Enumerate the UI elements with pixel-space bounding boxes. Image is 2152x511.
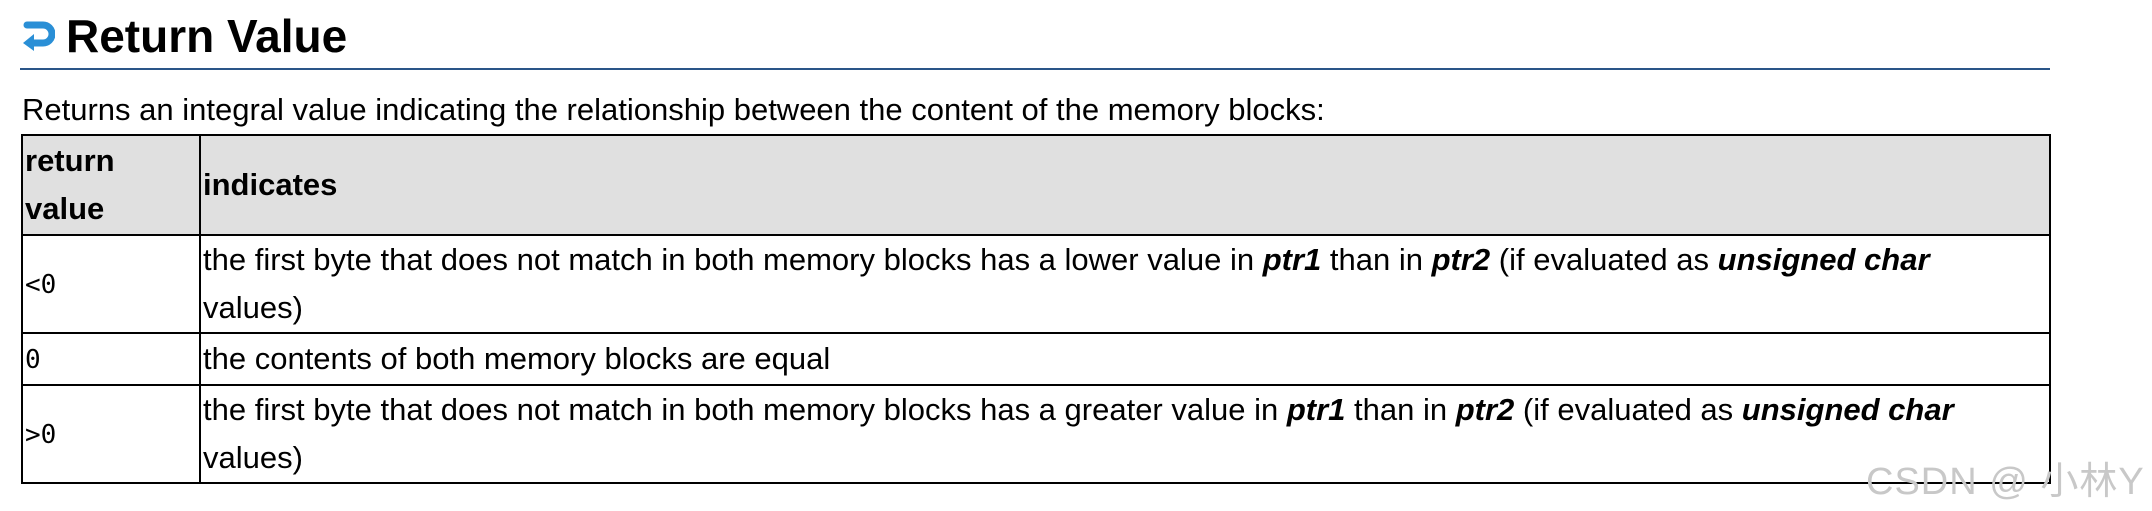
- desc-text: than in: [1321, 242, 1432, 277]
- table-row: >0 the first byte that does not match in…: [21, 384, 2051, 484]
- param-name: ptr1: [1286, 392, 1346, 427]
- param-name: ptr2: [1431, 242, 1491, 277]
- type-name: unsigned char: [1717, 242, 1930, 277]
- table-row: <0 the first byte that does not match in…: [21, 234, 2051, 334]
- return-value-code: >0: [25, 420, 57, 450]
- param-name: ptr1: [1262, 242, 1322, 277]
- desc-text: (if evaluated as: [1514, 392, 1742, 427]
- indicates-cell: the first byte that does not match in bo…: [199, 234, 2051, 334]
- page-title: Return Value: [66, 10, 348, 62]
- desc-text: than in: [1345, 392, 1456, 427]
- intro-text: Returns an integral value indicating the…: [22, 92, 1325, 127]
- indicates-cell: the first byte that does not match in bo…: [199, 384, 2051, 484]
- return-arrow-icon: [20, 18, 56, 54]
- column-header-return-value: return value: [21, 134, 201, 236]
- return-value-cell: >0: [21, 384, 201, 484]
- desc-text: (if evaluated as: [1490, 242, 1718, 277]
- desc-text: values): [203, 290, 303, 325]
- desc-text: values): [203, 440, 303, 475]
- table-row: 0 the contents of both memory blocks are…: [21, 332, 2051, 386]
- return-value-cell: <0: [21, 234, 201, 334]
- desc-text: the first byte that does not match in bo…: [203, 392, 1287, 427]
- column-header-indicates: indicates: [199, 134, 2051, 236]
- return-value-code: 0: [25, 345, 41, 375]
- desc-text: the first byte that does not match in bo…: [203, 242, 1263, 277]
- indicates-cell: the contents of both memory blocks are e…: [199, 332, 2051, 386]
- return-value-cell: 0: [21, 332, 201, 386]
- watermark: CSDN @ 小林Y: [1866, 461, 2145, 503]
- table-header-row: return value indicates: [21, 134, 2051, 236]
- type-name: unsigned char: [1741, 392, 1954, 427]
- return-value-table: return value indicates <0 the first byte…: [21, 134, 2051, 484]
- section-heading: Return Value: [20, 4, 2050, 70]
- param-name: ptr2: [1455, 392, 1515, 427]
- return-value-code: <0: [25, 270, 57, 300]
